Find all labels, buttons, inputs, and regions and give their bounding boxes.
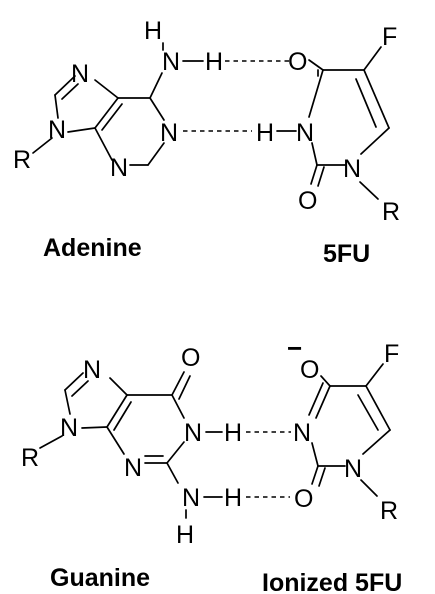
adenine-structure: N N R N N N H H — [13, 17, 223, 182]
bond-c5-n7 — [109, 377, 128, 396]
bond-c6-n1 — [360, 127, 390, 155]
guanine-n3: N — [124, 454, 142, 482]
bond-n9-r — [32, 137, 53, 154]
5fu-n3: N — [296, 119, 314, 147]
bond-c2-o2-a — [311, 465, 319, 485]
adenine-n1: N — [160, 119, 178, 147]
bond-n1-c2 — [166, 441, 185, 464]
ionized-5fu-n3: N — [293, 419, 311, 447]
bond-c4-c5 — [94, 97, 119, 129]
bond-c4-c5 — [106, 394, 128, 428]
bond-c4-o4-b — [308, 59, 324, 71]
ionized-5fu-n1: N — [344, 455, 362, 483]
bond-o4-c4 — [320, 375, 331, 387]
bond-c6-n1 — [171, 394, 185, 419]
bond-c5-c4-double — [101, 103, 123, 131]
bond-c8-n9 — [54, 94, 59, 119]
adenine-amino-n: N — [162, 48, 180, 76]
bond-n9-r — [39, 435, 63, 449]
ionized-5fu-o2: O — [294, 485, 313, 513]
adenine-n9: N — [48, 116, 66, 144]
guanine-n7: N — [83, 356, 101, 384]
adenine-n7: N — [71, 60, 89, 88]
5fu-n1: N — [343, 155, 361, 183]
adenine-label: Adenine — [43, 234, 142, 262]
bond-c6-n1 — [149, 97, 165, 121]
bond-c2-n3 — [311, 142, 318, 166]
ionized-5fu-f: F — [384, 340, 399, 368]
bond-c4-c5-double — [113, 401, 132, 431]
bond-n1-c2 — [147, 142, 165, 166]
5fu-f: F — [382, 23, 397, 51]
adenine-n3: N — [110, 154, 128, 182]
5fu-r: R — [382, 198, 400, 226]
guanine-o6: O — [181, 344, 200, 372]
bond-n7-c8 — [54, 75, 76, 96]
guanine-label: Guanine — [50, 564, 150, 592]
bond-c5-n7 — [94, 79, 119, 99]
guanine-amino-n: N — [182, 484, 200, 512]
ionized-5fu-structure: − O F N O N R — [287, 333, 399, 525]
bond-c4-n3-b — [308, 382, 324, 416]
5fu-o4: O — [288, 48, 307, 76]
bond-n1-r — [359, 181, 379, 200]
bond-n9-c4 — [81, 426, 108, 429]
bond-n3-c4 — [94, 127, 113, 161]
bond-c4-n3-a — [315, 385, 331, 419]
bond-c6-o6-b — [178, 375, 191, 400]
bond-c5-c6-double — [355, 78, 377, 128]
ionized-5fu-label: Ionized 5FU — [262, 569, 402, 594]
guanine-structure: N N R N O N H N H H — [21, 344, 242, 549]
bond-c8-n9 — [64, 389, 71, 415]
5fu-label: 5FU — [323, 240, 370, 268]
bond-c5-f — [363, 46, 382, 71]
bond-n9-c4 — [67, 127, 96, 133]
bond-c2-o2-a — [310, 164, 318, 185]
adenine-5fu-pair: N N R N N N H H O F — [13, 17, 400, 268]
bond-c4-n3 — [308, 69, 324, 118]
bond-c6-o6-a — [171, 371, 185, 396]
guanine-amino-h-bottom: H — [176, 521, 194, 549]
bond-c5-f — [365, 363, 384, 387]
bond-n7-c8-double — [61, 83, 79, 100]
bond-c5-c6-double — [357, 394, 379, 431]
bond-c2-o2-b — [317, 166, 325, 187]
adenine-amino-h-bond: H — [205, 48, 223, 76]
bond-n7-c8 — [64, 372, 84, 391]
bond-c2-o2-b — [318, 467, 326, 487]
guanine-n1: N — [184, 419, 202, 447]
5fu-structure: O F N H O N R — [256, 23, 400, 226]
adenine-r: R — [13, 146, 31, 174]
bond-n3-c4 — [106, 426, 125, 455]
bond-c6-amino — [149, 72, 163, 99]
guanine-r: R — [21, 444, 39, 472]
5fu-o2: O — [298, 187, 317, 215]
guanine-amino-h-bond: H — [224, 484, 242, 512]
ionized-5fu-negative-charge: − — [287, 333, 302, 363]
guanine-n9: N — [60, 414, 78, 442]
ionized-5fu-o4: O — [300, 356, 319, 384]
bond-c2-n3 — [311, 442, 319, 467]
bond-c2-amino — [166, 462, 179, 484]
bond-c5-c6 — [363, 69, 390, 129]
5fu-h3: H — [256, 119, 274, 147]
bond-c6-n1 — [362, 429, 391, 455]
guanine-ionized-5fu-pair: N N R N O N H N H H − — [21, 333, 402, 594]
adenine-amino-h-top: H — [144, 17, 162, 45]
bond-n1-r — [360, 479, 378, 497]
guanine-h1: H — [224, 419, 242, 447]
bond-c5-c6 — [365, 385, 391, 431]
bond-n7-c8-double — [71, 380, 89, 397]
ionized-5fu-r: R — [380, 497, 398, 525]
